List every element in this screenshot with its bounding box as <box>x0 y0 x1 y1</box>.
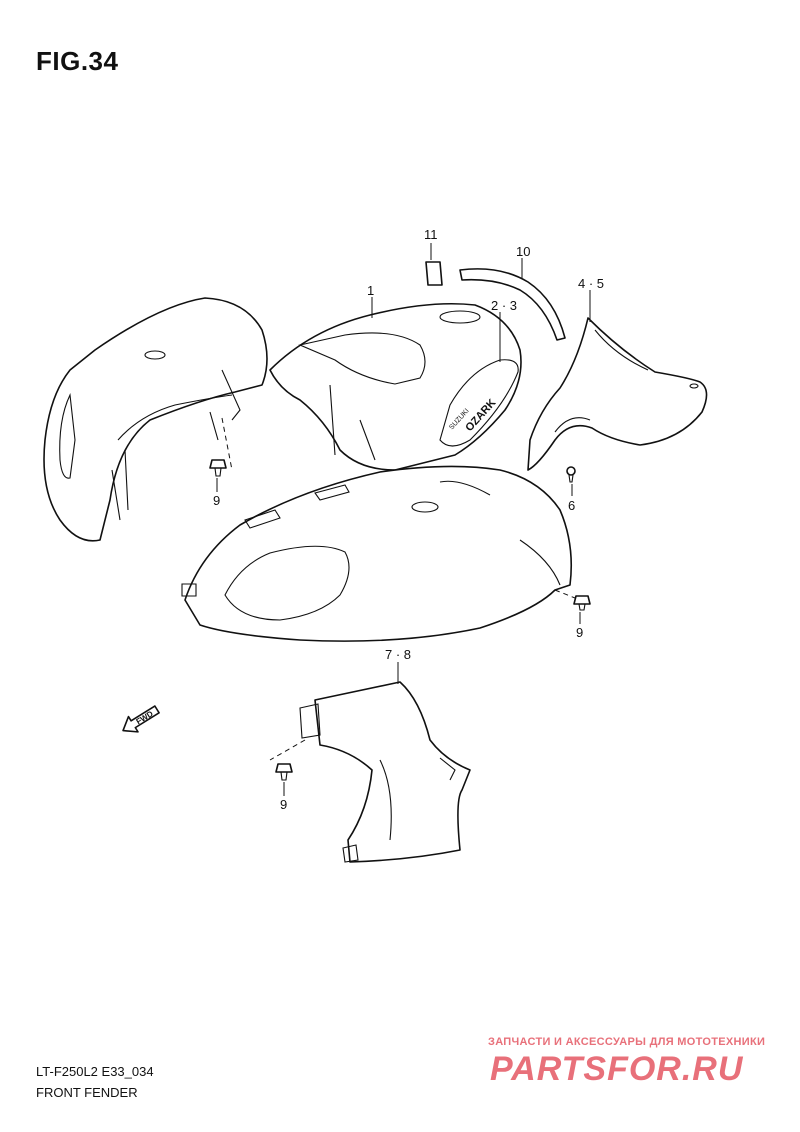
callout-11: 11 <box>424 227 438 242</box>
fastener-9a[interactable] <box>209 459 227 477</box>
part-4-5-side-guard[interactable] <box>527 317 708 471</box>
fastener-9b[interactable] <box>573 595 591 611</box>
fender-right-wing[interactable] <box>181 465 573 642</box>
fender-left-wing[interactable] <box>43 297 268 542</box>
figure-title: FIG.34 <box>36 46 119 76</box>
part-10-trim-strip[interactable] <box>459 268 566 341</box>
part-11-pad[interactable] <box>425 261 443 286</box>
callout-1: 1 <box>367 283 374 298</box>
leader-lines <box>216 243 591 796</box>
fender-center-section[interactable]: SUZUKI OZARK <box>269 302 522 471</box>
part-7-8-mud-guard[interactable] <box>299 681 471 863</box>
callout-4-5: 4 · 5 <box>578 276 604 291</box>
fwd-direction-arrow: FWD <box>122 705 160 733</box>
section-name: FRONT FENDER <box>36 1085 138 1100</box>
callout-2-3: 2 · 3 <box>491 298 517 313</box>
watermark-logo[interactable]: PARTSFOR.RU <box>490 1050 744 1088</box>
callout-9a: 9 <box>213 493 220 508</box>
callout-9c: 9 <box>280 797 287 812</box>
callout-10: 10 <box>516 244 530 259</box>
callout-6: 6 <box>568 498 575 513</box>
callout-7-8: 7 · 8 <box>385 647 411 662</box>
callout-9b: 9 <box>576 625 583 640</box>
fastener-9c[interactable] <box>275 763 293 781</box>
watermark-tagline: ЗАПЧАСТИ И АКСЕССУАРЫ ДЛЯ МОТОТЕХНИКИ <box>488 1036 766 1048</box>
fastener-6[interactable] <box>566 466 576 483</box>
model-code: LT-F250L2 E33_034 <box>36 1064 154 1079</box>
